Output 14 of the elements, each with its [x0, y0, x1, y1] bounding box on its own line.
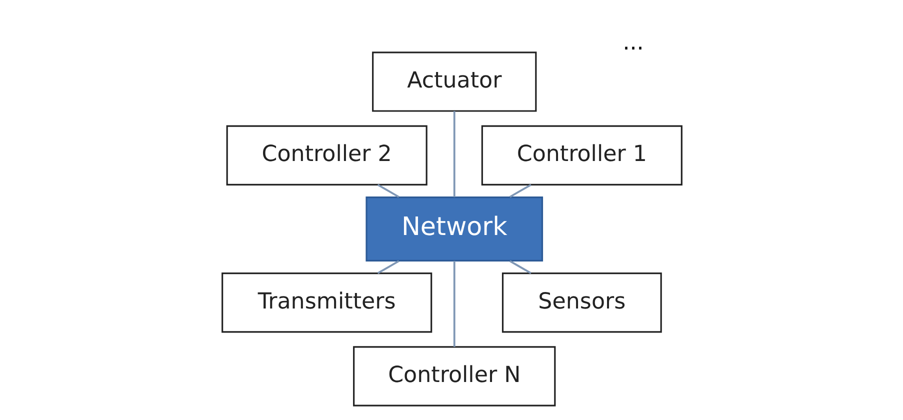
connector: [452, 111, 455, 198]
node-box: Controller 1: [480, 125, 682, 186]
node-box: Controller N: [352, 346, 556, 406]
connector: [376, 184, 399, 198]
node-box: Controller 2: [226, 125, 427, 186]
node-box: Transmitters: [221, 272, 432, 333]
node-box: Sensors: [501, 272, 662, 333]
connector: [508, 260, 531, 274]
label: ...: [622, 30, 644, 56]
connector: [452, 260, 455, 347]
connector: [376, 260, 399, 274]
connector: [508, 184, 531, 198]
node-box: Actuator: [372, 52, 536, 112]
node-box: Network: [365, 196, 543, 262]
